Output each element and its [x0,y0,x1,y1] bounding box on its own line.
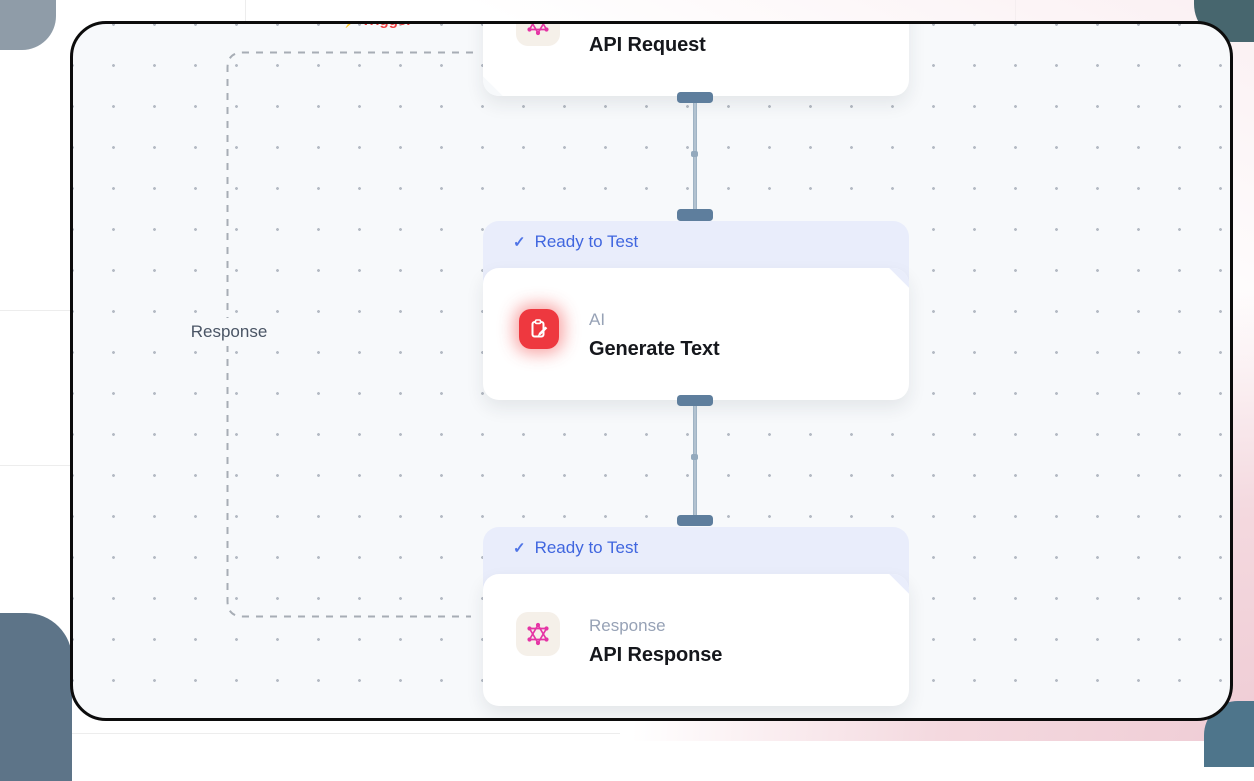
node-card-generate-text[interactable]: AI Generate Text [483,268,909,400]
node-title: API Request [589,34,706,57]
backdrop-shape-bottom-left [0,613,72,781]
status-label: Ready to Test [535,232,639,252]
connector-midpoint [691,454,698,460]
response-branch-label: Response [175,318,283,346]
api-request-icon-tile [516,21,560,46]
connector-cap [677,515,713,527]
hexagram-graph-icon [524,21,552,38]
card-corner-cut [889,574,909,594]
connector-cap [677,395,713,407]
node-card-api-request[interactable]: Interface API Request [483,21,909,96]
node-category: Response [589,616,666,636]
card-corner-cut [889,268,909,288]
hexagram-graph-icon [524,620,552,648]
status-label: Ready to Test [535,538,639,558]
node-title: API Response [589,644,722,667]
check-icon: ✓ [513,539,526,557]
clipboard-pencil-icon [526,316,552,342]
connector-cap [677,92,713,104]
node-title: Generate Text [589,338,720,361]
trigger-badge-label: Trigger [361,21,412,29]
workflow-canvas[interactable]: ⚡ Trigger Response Interface API Request [70,21,1233,721]
api-response-icon-tile [516,612,560,656]
node-category: Interface [589,21,655,26]
check-icon: ✓ [513,233,526,251]
node-category: AI [589,310,605,330]
generate-text-icon-tile [519,309,559,349]
trigger-badge: ⚡ Trigger [342,21,412,29]
card-corner-cut [483,76,503,96]
zap-icon: ⚡ [342,21,358,27]
connector-cap [677,209,713,221]
node-card-api-response[interactable]: Response API Response [483,574,909,706]
connector-midpoint [691,151,698,157]
